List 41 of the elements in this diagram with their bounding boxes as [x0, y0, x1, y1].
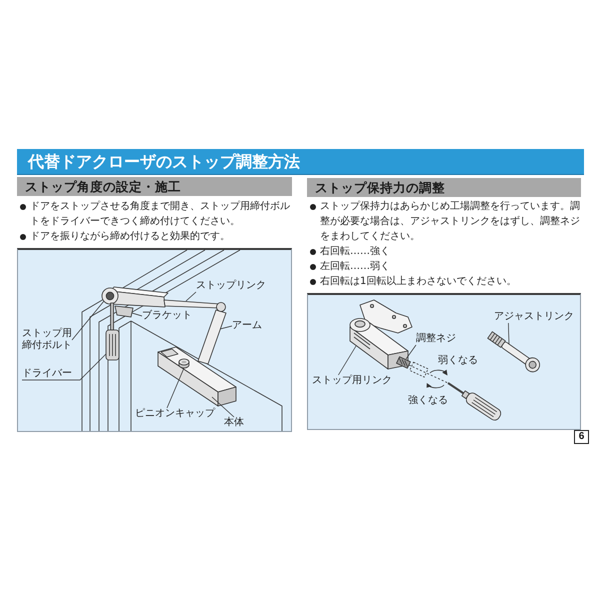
bullet-text: ドアを振りながら締め付けると効果的です。 — [30, 230, 231, 244]
adjust-link-rod — [487, 331, 540, 372]
bullet-text: 左回転……弱く — [320, 260, 391, 274]
callout-label: 調整ネジ — [416, 333, 456, 345]
bullet-text: 右回転……強く — [320, 245, 391, 259]
bullet-text: 右回転は1回転以上まわさないでください。 — [320, 274, 518, 289]
callout-label: 強くなる — [408, 395, 448, 407]
closer-arm — [198, 310, 226, 364]
bullet-text: ドアをストップさせる角度まで開き、ストップ用締付ボルトをドライバーできつく締め付けてください。 — [30, 200, 290, 229]
bullet-text: ストップ保持力はあらかじめ工場調整を行っています。調整が必要な場合は、アジャストリンクをはずし、調整ネジをまわしてください。 — [320, 200, 580, 244]
leader-line — [166, 368, 184, 408]
callout-label: ストップ用締付ボルト — [22, 328, 72, 352]
leader-line — [186, 292, 196, 302]
leader-line — [72, 300, 104, 340]
stop-link-arm — [350, 318, 408, 370]
callout-label: アジャストリンク — [494, 311, 574, 323]
closer-body — [158, 346, 236, 406]
leader-line — [22, 354, 106, 380]
adjusting-screw — [396, 356, 411, 369]
leader-line — [338, 346, 356, 376]
callout-label: ドライバー — [22, 368, 72, 380]
leader-line — [132, 312, 142, 316]
pinion-cap — [178, 358, 190, 368]
title-banner: 代替ドアクローザのストップ調整方法 — [17, 149, 584, 175]
callout-label: アーム — [232, 320, 262, 332]
leader-line — [508, 322, 510, 345]
callout-label: ストップ用リンク — [312, 375, 392, 387]
section-heading: ストップ角度の設定・施工 — [17, 177, 292, 196]
stop-bolt — [102, 288, 118, 304]
page-number: 6 — [574, 430, 589, 444]
leader-line — [212, 396, 234, 418]
screwdriver — [106, 302, 120, 360]
bracket-plate — [114, 306, 134, 318]
leader-line — [406, 344, 416, 360]
section-heading: ストップ保持力の調整 — [307, 178, 581, 197]
callout-label: ピニオンキャップ — [135, 408, 215, 420]
callout-label: ストップリンク — [196, 280, 266, 292]
callout-label: ブラケット — [142, 310, 192, 322]
callout-label: 本体 — [224, 417, 244, 429]
callout-label: 弱くなる — [438, 355, 478, 367]
leader-line — [220, 326, 232, 330]
